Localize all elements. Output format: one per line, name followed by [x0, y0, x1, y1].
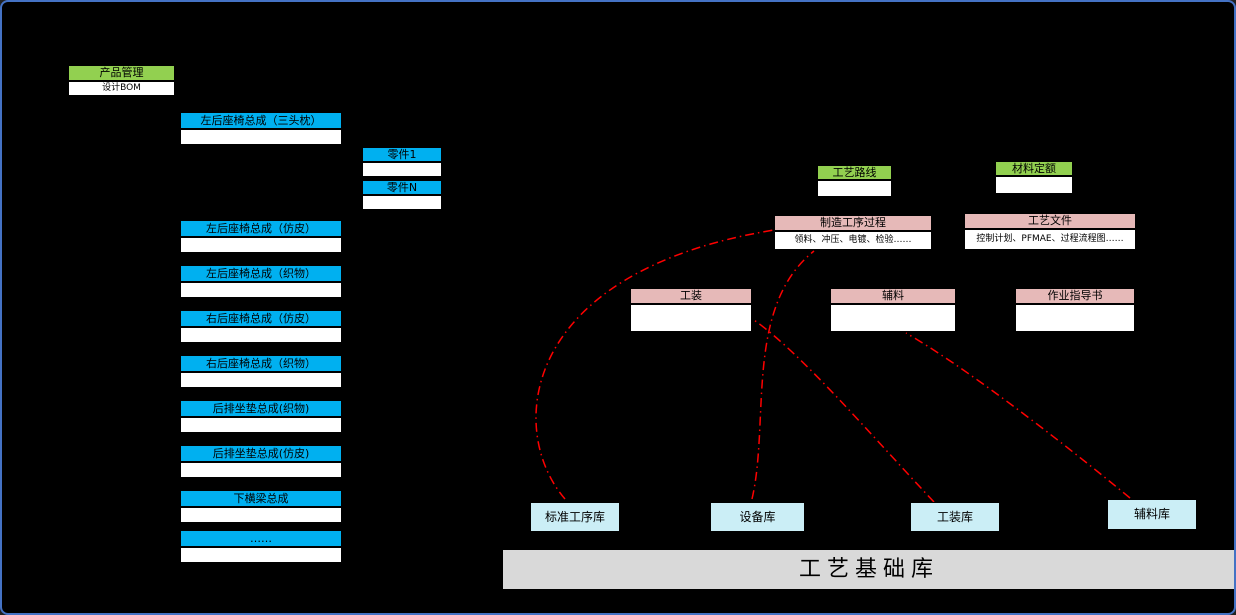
library-standard-process: 标准工序库	[530, 502, 620, 532]
auxiliary-material-body	[830, 304, 956, 332]
material-quota-body	[995, 176, 1073, 194]
bom-node-body	[180, 282, 342, 298]
manufacturing-process-header: 制造工序过程	[774, 215, 932, 231]
bom-node-body	[180, 507, 342, 523]
work-instruction-header: 作业指导书	[1015, 288, 1135, 304]
bom-node-header: 下横梁总成	[180, 490, 342, 507]
bom-node-header: 右后座椅总成（织物）	[180, 355, 342, 372]
connector-equipment-line	[751, 250, 815, 500]
bom-node-body	[180, 129, 342, 145]
work-instruction-body	[1015, 304, 1135, 332]
product-management-header: 产品管理	[68, 65, 175, 81]
process-document-header: 工艺文件	[964, 213, 1136, 229]
bom-node-header: 后排坐垫总成(仿皮)	[180, 445, 342, 462]
part-node-header: 零件N	[362, 180, 442, 195]
auxiliary-material-header: 辅料	[830, 288, 956, 304]
process-route-body	[817, 180, 892, 197]
design-bom-label: 设计BOM	[68, 81, 175, 96]
bom-node-header: 左后座椅总成（织物）	[180, 265, 342, 282]
tooling-body	[630, 304, 752, 332]
bom-node-header: 右后座椅总成（仿皮）	[180, 310, 342, 327]
bom-node-header: ……	[180, 530, 342, 547]
connector-auxiliary-line	[905, 332, 1131, 499]
bom-node-body	[180, 372, 342, 388]
bom-node-body	[180, 237, 342, 253]
bom-node-header: 左后座椅总成（仿皮）	[180, 220, 342, 237]
process-document-body: 控制计划、PFMAE、过程流程图……	[964, 229, 1136, 250]
bom-node-body	[180, 417, 342, 433]
library-tooling: 工装库	[910, 502, 1000, 532]
bom-node-header: 后排坐垫总成(织物)	[180, 400, 342, 417]
process-base-library-bar: 工艺基础库	[502, 549, 1234, 590]
manufacturing-process-body: 领料、冲压、电镀、检验……	[774, 231, 932, 250]
bom-node-body	[180, 547, 342, 563]
tooling-header: 工装	[630, 288, 752, 304]
library-auxiliary: 辅料库	[1107, 499, 1197, 530]
connector-tooling-line	[753, 319, 935, 503]
process-route-header: 工艺路线	[817, 165, 892, 180]
material-quota-header: 材料定额	[995, 161, 1073, 176]
part-node-header: 零件1	[362, 147, 442, 162]
bom-node-body	[180, 462, 342, 478]
part-node-body	[362, 162, 442, 177]
connector-standard-process-line	[535, 229, 775, 500]
library-equipment: 设备库	[710, 502, 805, 532]
part-node-body	[362, 195, 442, 210]
bom-node-body	[180, 327, 342, 343]
bom-node-header: 左后座椅总成（三头枕）	[180, 112, 342, 129]
